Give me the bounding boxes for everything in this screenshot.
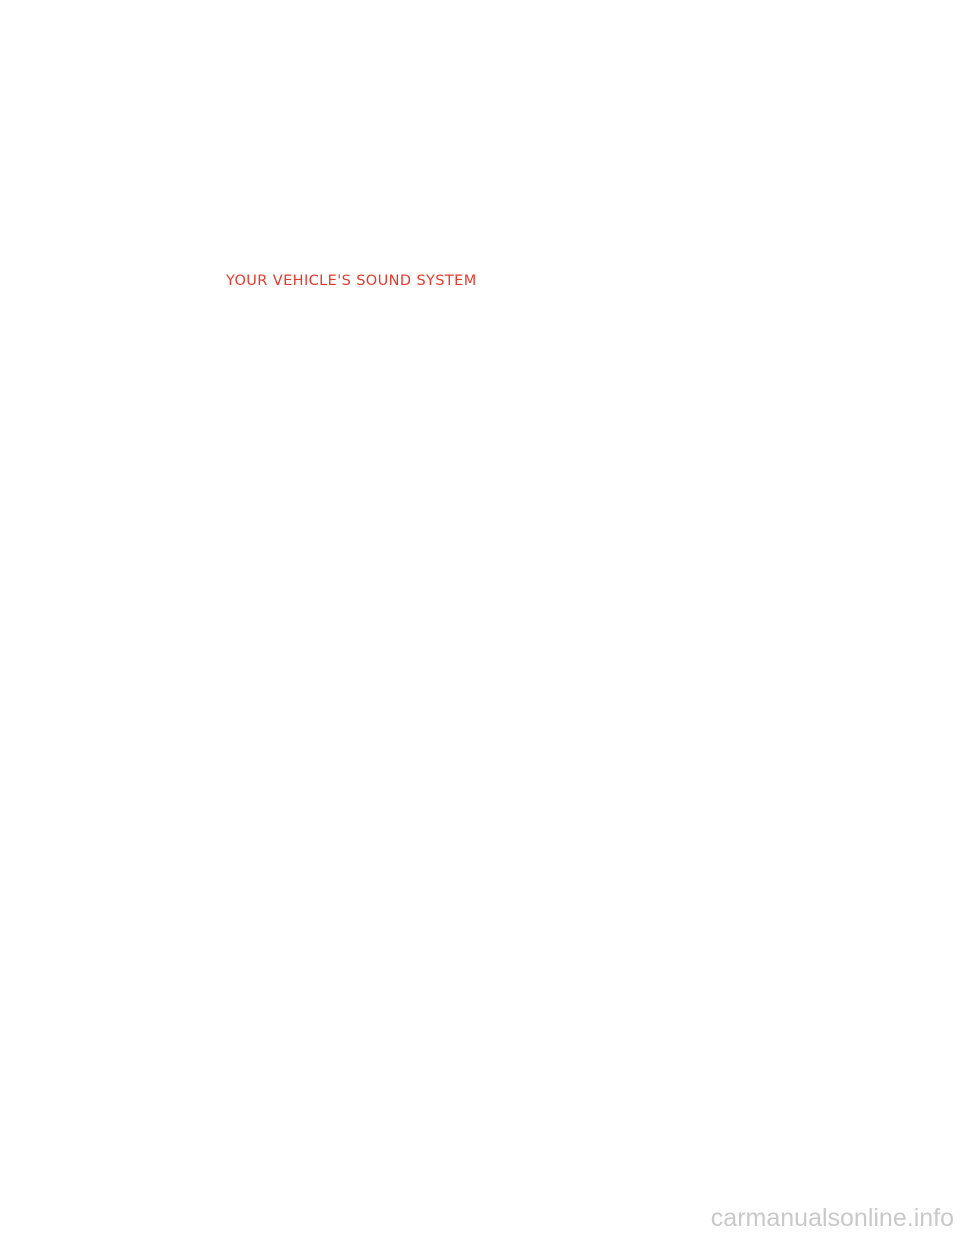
site-watermark: carmanualsonline.info — [710, 1204, 954, 1232]
section-heading: YOUR VEHICLE'S SOUND SYSTEM — [226, 273, 477, 289]
